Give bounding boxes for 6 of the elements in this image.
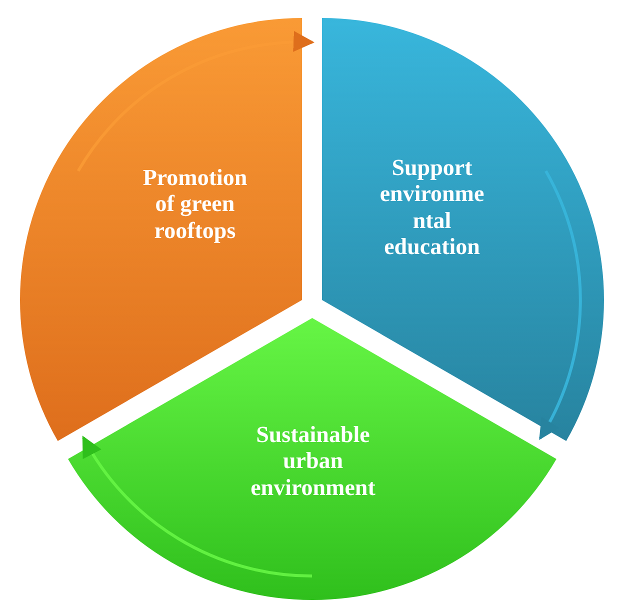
cycle-arrow <box>82 436 312 578</box>
segment-label: Support environmental education <box>378 155 486 261</box>
segment-label: Promotion of green rooftops <box>142 165 248 244</box>
cycle-arrow <box>76 32 314 172</box>
segment-label: Sustainable urban environment <box>250 422 376 502</box>
cycle-arrow <box>538 170 582 440</box>
